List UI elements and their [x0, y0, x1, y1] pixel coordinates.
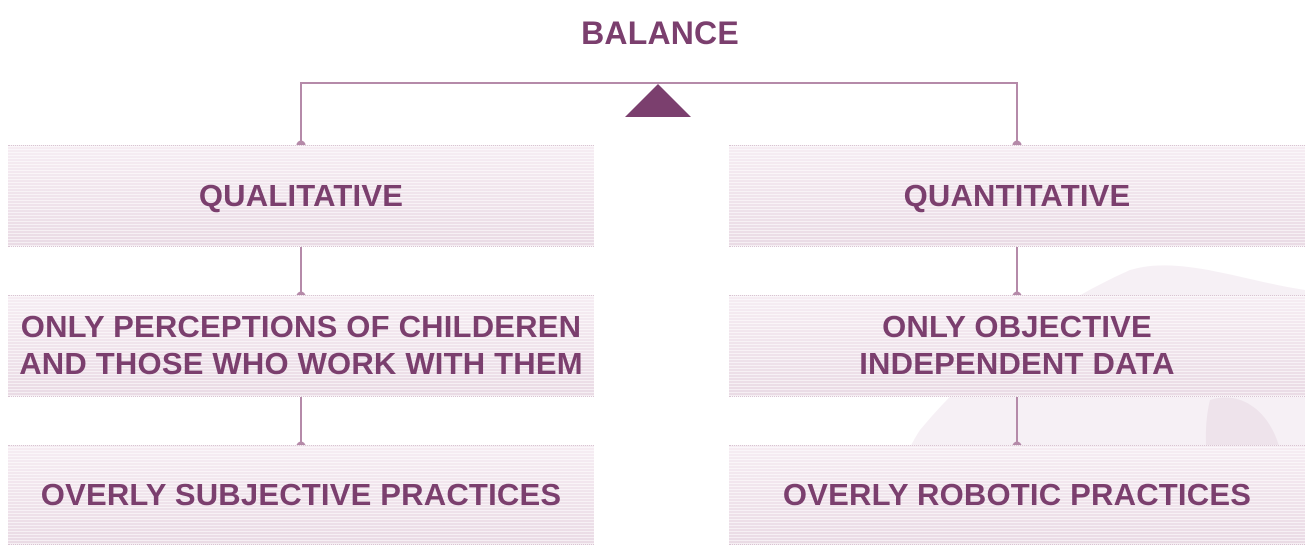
quantitative-box: QUANTITATIVE — [729, 145, 1305, 247]
quantitative-description: ONLY OBJECTIVE INDEPENDENT DATA — [859, 309, 1175, 381]
diagram-title: BALANCE — [581, 14, 739, 51]
subjective-practices-label: OVERLY SUBJECTIVE PRACTICES — [40, 476, 562, 512]
quantitative-description-box: ONLY OBJECTIVE INDEPENDENT DATA — [729, 295, 1305, 397]
robotic-practices-label: OVERLY ROBOTIC PRACTICES — [782, 476, 1252, 512]
qualitative-box: QUALITATIVE — [8, 145, 594, 247]
robotic-practices-box: OVERLY ROBOTIC PRACTICES — [729, 445, 1305, 545]
subjective-practices-box: OVERLY SUBJECTIVE PRACTICES — [8, 445, 594, 545]
qualitative-description-box: ONLY PERCEPTIONS OF CHILDEREN AND THOSE … — [8, 295, 594, 397]
fulcrum-triangle — [625, 84, 691, 117]
balance-beam — [300, 82, 1018, 145]
qualitative-description: ONLY PERCEPTIONS OF CHILDEREN AND THOSE … — [19, 309, 583, 381]
quantitative-label: QUANTITATIVE — [903, 177, 1131, 213]
qualitative-label: QUALITATIVE — [198, 177, 404, 213]
